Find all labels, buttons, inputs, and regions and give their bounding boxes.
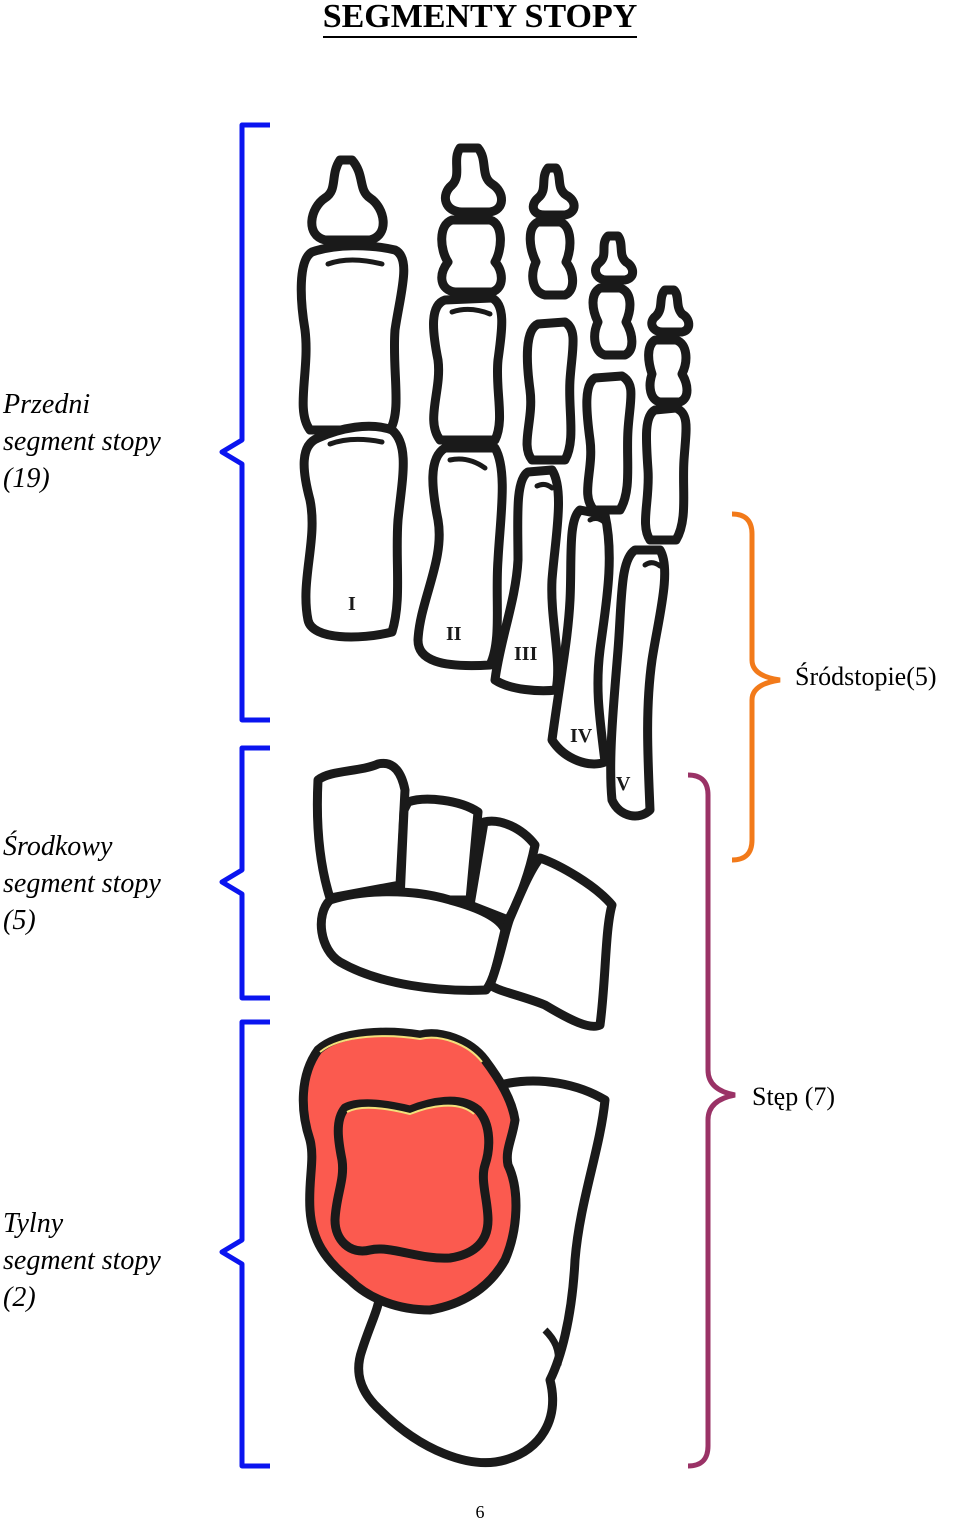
front-segment-line3: (19) [3, 463, 50, 494]
rear-segment-line3: (2) [3, 1282, 36, 1313]
middle-segment-line3: (5) [3, 905, 36, 936]
toe-5-proximal-phalanx [640, 403, 691, 545]
metatarsal-2 [413, 443, 507, 671]
metatarsal-numerals: I II III IV V [348, 593, 631, 795]
front-segment-line2: segment stopy [3, 426, 161, 457]
toe-3-middle-phalanx [525, 217, 578, 300]
rear-segment-line2: segment stopy [3, 1245, 161, 1276]
toe-2-middle-phalanx [437, 215, 506, 297]
toe-5-middle-phalanx [644, 335, 692, 407]
cuboid [485, 853, 617, 1031]
metatarsal-5 [606, 545, 670, 821]
numeral-4: IV [570, 725, 593, 747]
talus-inner [330, 1096, 494, 1263]
numeral-5: V [616, 773, 631, 795]
intermediate-cuneiform [395, 794, 483, 905]
front-segment-label: Przedni segment stopy (19) [3, 386, 203, 497]
metatarsus-label: Śródstopie(5) [795, 662, 937, 691]
toe-2-proximal-phalanx [429, 293, 507, 445]
tarsus-label: Stęp (7) [752, 1082, 836, 1111]
rear-segment-brace [219, 1019, 270, 1469]
navicular [316, 887, 510, 995]
page-title: SEGMENTY STOPY [0, 0, 960, 38]
toe-4-middle-phalanx [588, 283, 637, 360]
metatarsal-1 [299, 421, 408, 642]
toe-3-proximal-phalanx [522, 317, 578, 465]
medial-cuneiform [312, 758, 410, 903]
toe-4-distal-phalanx [591, 231, 638, 285]
rear-segment-line1: Tylny [3, 1208, 64, 1239]
metatarsus-brace [731, 511, 781, 863]
toe-5-distal-phalanx [647, 285, 694, 337]
toe-2-distal-phalanx [440, 143, 506, 217]
metatarsal-4 [547, 505, 614, 769]
numeral-2: II [446, 623, 462, 645]
toe-1-distal-phalanx [307, 155, 388, 245]
toe-1-proximal-phalanx [296, 241, 409, 435]
tarsus-brace [687, 772, 736, 1469]
numeral-1: I [348, 593, 356, 615]
front-segment-brace [219, 122, 270, 723]
metatarsal-3 [490, 465, 563, 696]
middle-segment-line2: segment stopy [3, 868, 161, 899]
page-title-text: SEGMENTY STOPY [322, 0, 638, 38]
page-number: 6 [475, 1502, 485, 1522]
front-segment-line1: Przedni [3, 389, 91, 420]
toe-3-distal-phalanx [528, 163, 579, 220]
toe-4-proximal-phalanx [582, 371, 636, 515]
numeral-3: III [514, 643, 538, 665]
middle-segment-label: Środkowy segment stopy (5) [3, 828, 203, 939]
middle-segment-line1: Środkowy [3, 831, 113, 862]
rear-segment-label: Tylny segment stopy (2) [3, 1205, 203, 1316]
middle-segment-brace [219, 745, 270, 1001]
